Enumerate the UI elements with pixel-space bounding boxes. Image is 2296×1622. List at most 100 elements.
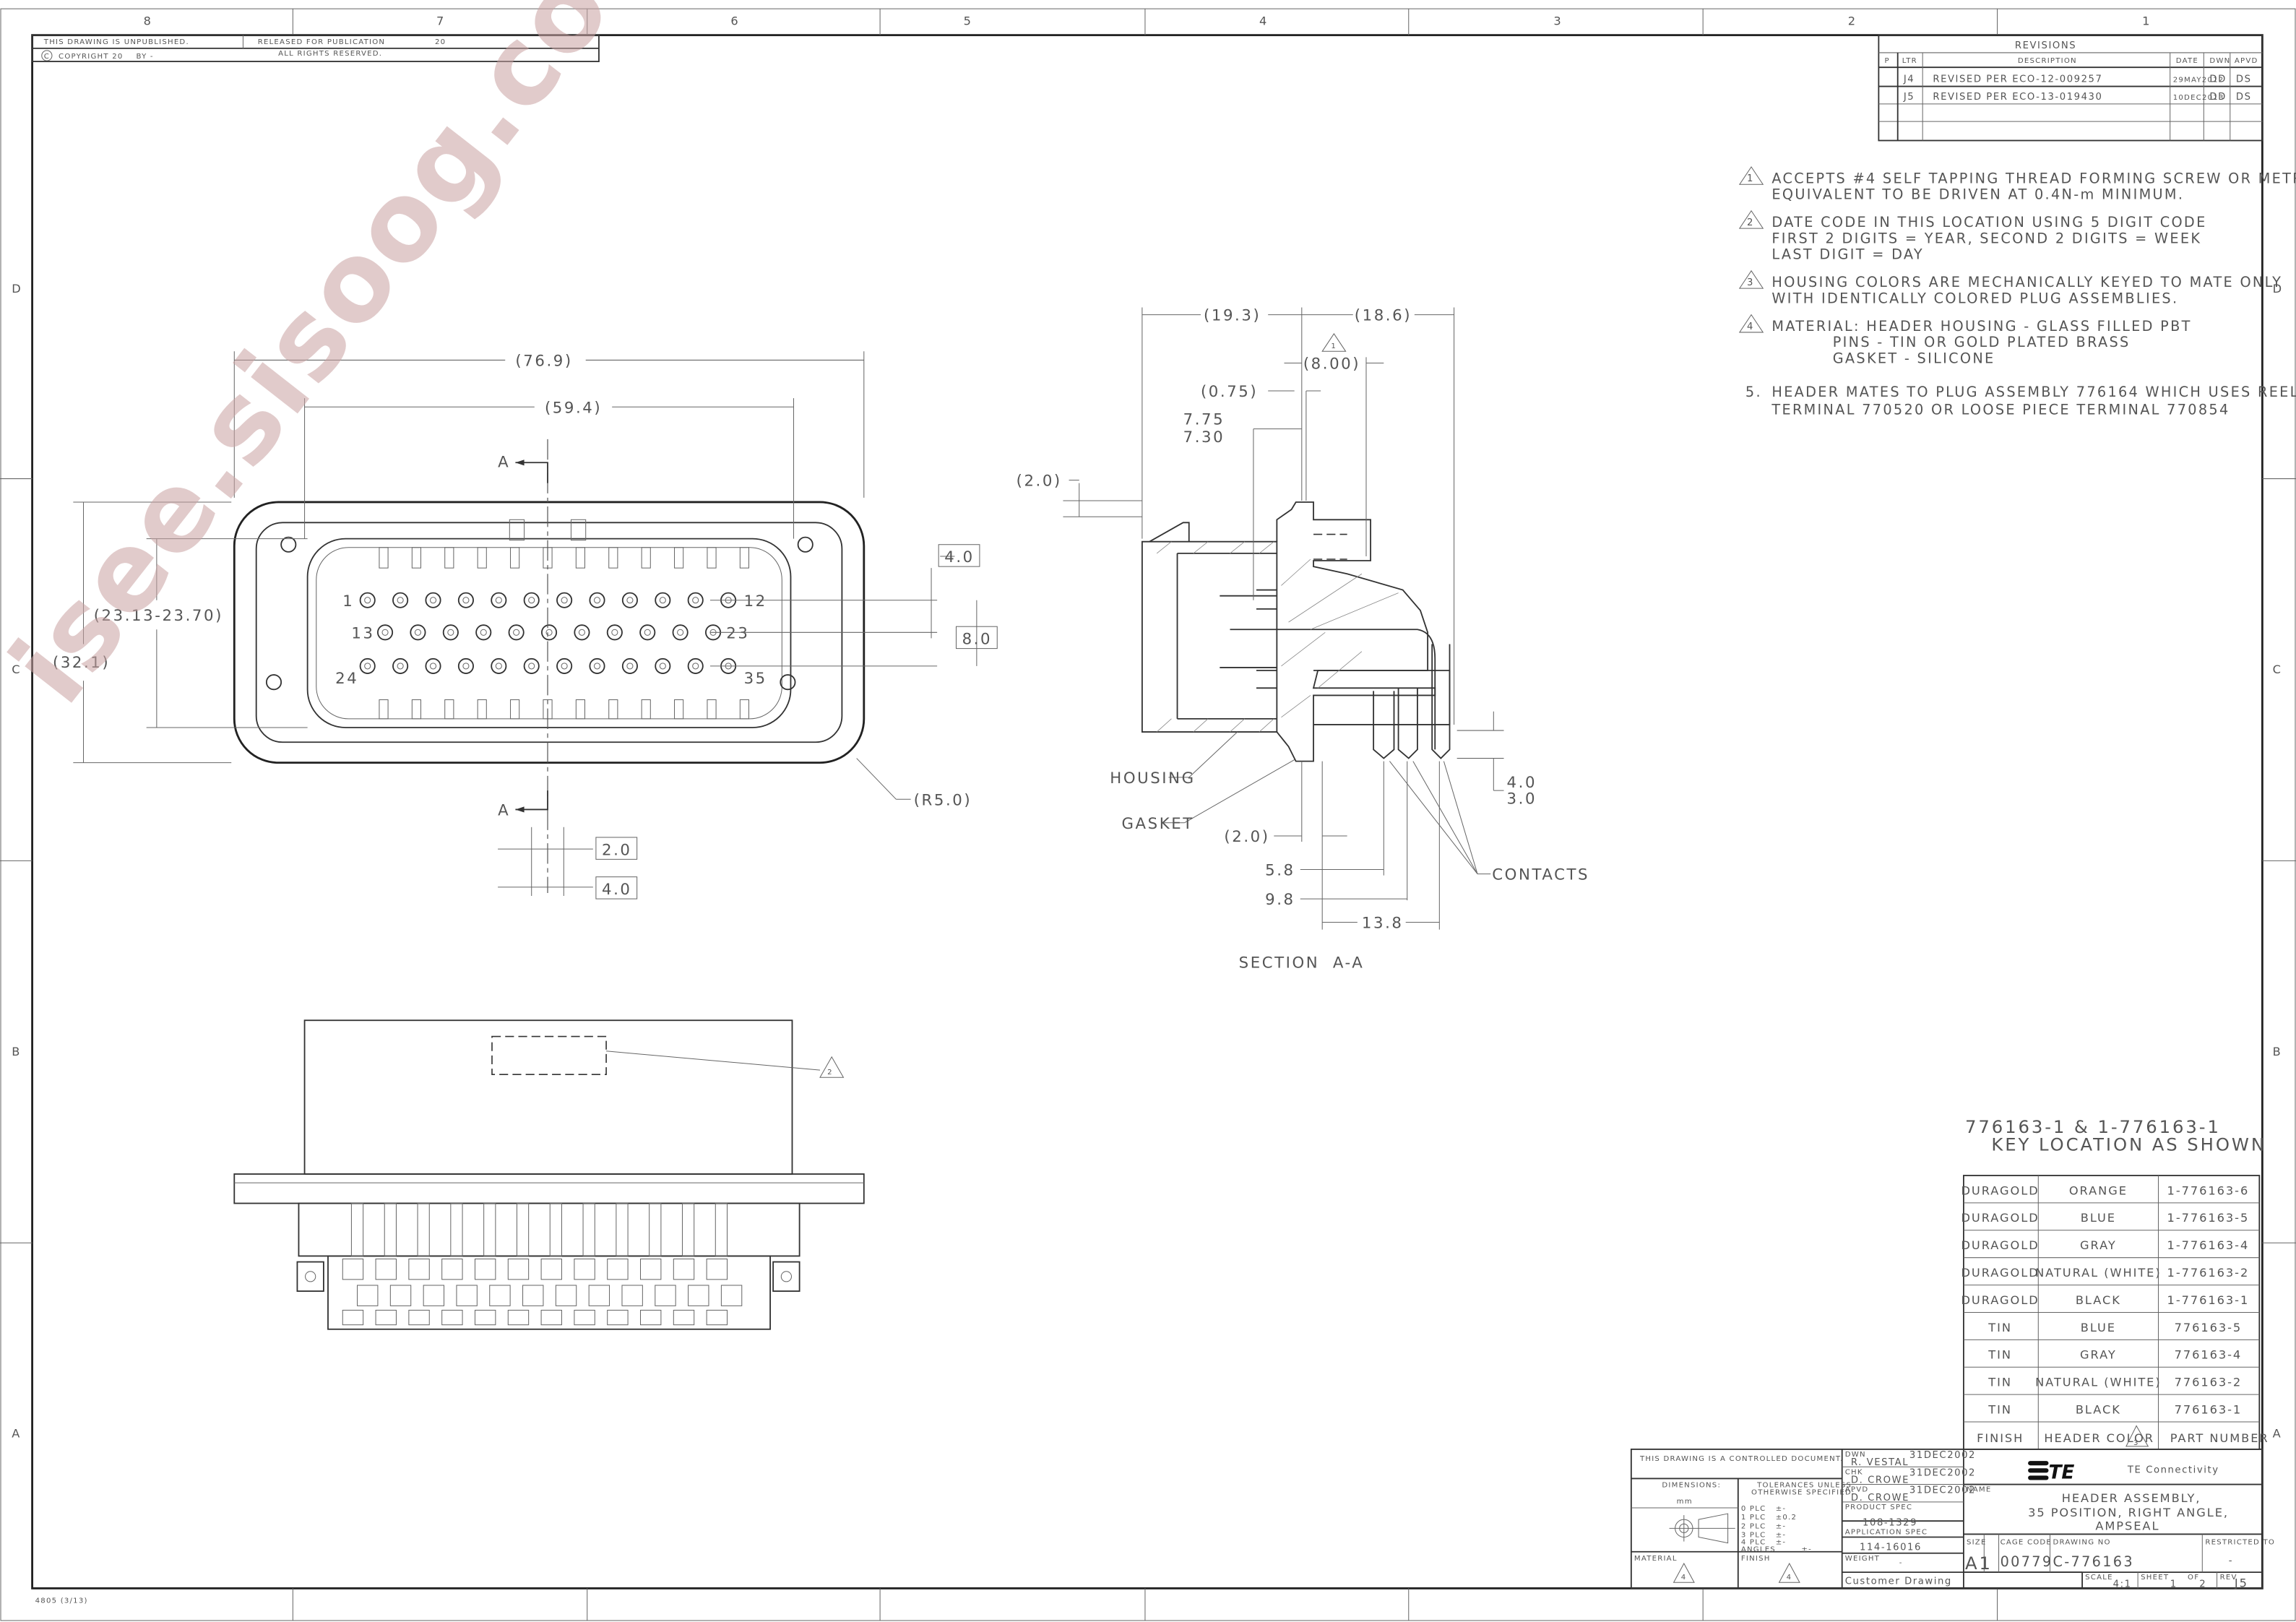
pin-post (483, 1203, 496, 1256)
tolerances-label-1: TOLERANCES UNLESS (1756, 1482, 1852, 1490)
pin-tail (489, 1285, 511, 1306)
pin-tip (578, 629, 586, 636)
pin-tip (692, 663, 699, 670)
zone-col-3: 3 (1553, 14, 1562, 27)
note-line: TERMINAL 770520 OR LOOSE PIECE TERMINAL … (1771, 401, 2230, 418)
pin-cavity (589, 657, 605, 674)
pin-tip (495, 597, 502, 604)
pin-cavity (687, 657, 704, 674)
key-rib (739, 699, 750, 720)
zone-row-c: C (12, 663, 21, 676)
note-marker: 5. (1745, 384, 1762, 400)
pin-cavity (655, 657, 671, 674)
part-finish: TIN (1988, 1402, 2012, 1416)
title-line-2: 35 POSITION, RIGHT ANGLE, (2028, 1506, 2229, 1519)
pin-cavity (621, 657, 638, 674)
title-line-1: HEADER ASSEMBLY, (2062, 1491, 2201, 1505)
pin-tail (342, 1309, 364, 1326)
key-rib (575, 547, 586, 569)
pin-tip (644, 629, 651, 636)
weight-value: - (1899, 1559, 1903, 1567)
key-rib (379, 547, 389, 569)
pin-tail (540, 1309, 562, 1326)
dwn-date: 31DEC2002 (1909, 1450, 1976, 1461)
note-line: HEADER MATES TO PLUG ASSEMBLY 776164 WHI… (1771, 384, 2296, 400)
part-table-header-part: PART NUMBER (2170, 1431, 2269, 1445)
note-marker: 3 (1747, 277, 1754, 288)
pin-tip (414, 629, 422, 636)
pin-tail (720, 1285, 743, 1306)
pin-cavity (556, 592, 573, 608)
pin-cavity (359, 657, 376, 674)
pin-tail (389, 1285, 412, 1306)
part-number: 1-776163-1 (2167, 1293, 2250, 1307)
key-rib (674, 699, 684, 720)
cage-label: CAGE CODE (2001, 1539, 2052, 1547)
note-line: ACCEPTS #4 SELF TAPPING THREAD FORMING S… (1771, 170, 2296, 186)
pin-tip (397, 663, 404, 670)
dim-4-0: 4.0 (1507, 774, 1537, 792)
pin-tail (621, 1285, 643, 1306)
key-ribs (379, 547, 750, 720)
pin-tail (688, 1285, 709, 1306)
key-rib (739, 547, 750, 569)
bottom-view: 2 (233, 1019, 865, 1330)
note-line: MATERIAL: HEADER HOUSING - GLASS FILLED … (1771, 318, 2191, 335)
product-spec-label: PRODUCT SPEC (1845, 1504, 1912, 1511)
zone-row-a: A (12, 1427, 21, 1441)
key-rib (641, 699, 651, 720)
chk-label: CHK (1845, 1468, 1863, 1476)
part-number: 1-776163-2 (2167, 1266, 2250, 1280)
pin-cavity (687, 592, 704, 608)
pin-tip (659, 663, 666, 670)
dim-7-75: 7.75 (1183, 411, 1225, 429)
revision-row: J4 REVISED PER ECO-12-009257 29MAY2012 D… (1903, 74, 2252, 85)
part-number: 776163-2 (2175, 1376, 2243, 1389)
released-text: RELEASED FOR PUBLICATION (258, 38, 386, 46)
key-rib (641, 547, 651, 569)
pin-tip (480, 629, 487, 636)
pin-tip (381, 629, 389, 636)
pin-cavity (425, 657, 441, 674)
pin-tail (441, 1259, 463, 1280)
pin-tail (423, 1285, 445, 1306)
pin-label-13: 13 (351, 624, 374, 642)
rev-dwn: DD (2209, 92, 2226, 103)
rev-apvd: DS (2236, 74, 2252, 85)
pin-tip (611, 629, 618, 636)
drawing-no-label: DRAWING NO (2053, 1539, 2111, 1547)
pin-tail (456, 1285, 478, 1306)
note-marker: 1 (1747, 173, 1754, 184)
key-location-text: KEY LOCATION AS SHOWN (1991, 1134, 2266, 1155)
rev-col-apvd: APVD (2235, 57, 2258, 65)
pin-tail (574, 1309, 595, 1326)
section-note-ref: 1 (1331, 342, 1337, 350)
bottom-note-ref: 2 (827, 1069, 833, 1077)
pin-tip (364, 663, 371, 670)
tolerance-item: 4 PLC ±- (1741, 1539, 1786, 1547)
pin-post (384, 1203, 397, 1256)
pin-tip (659, 597, 666, 604)
pin-tip (677, 629, 684, 636)
form-code: 4805 (3/13) (35, 1597, 88, 1605)
pin-tip (561, 663, 568, 670)
part-finish: TIN (1988, 1376, 2012, 1389)
part-finish: DURAGOLD (1961, 1211, 2040, 1225)
zone-col-2: 2 (1848, 14, 1857, 27)
key-rib (608, 699, 618, 720)
tolerance-item: 2 PLC ±- (1741, 1522, 1786, 1530)
dim-19-3: (19.3) (1204, 307, 1261, 325)
dim-9-8: 9.8 (1265, 891, 1295, 909)
pin-tip (397, 597, 404, 604)
scale-label: SCALE (2085, 1574, 2113, 1582)
pin-tail (555, 1285, 577, 1306)
te-logo-text: TE (2048, 1462, 2074, 1483)
rev-ltr: J4 (1903, 74, 1915, 85)
title-block: THIS DRAWING IS A CONTROLLED DOCUMENT. D… (1630, 1448, 2274, 1589)
of-label: OF (2188, 1574, 2199, 1582)
part-finish: TIN (1988, 1321, 2012, 1334)
zone-col-4: 4 (1259, 14, 1268, 27)
